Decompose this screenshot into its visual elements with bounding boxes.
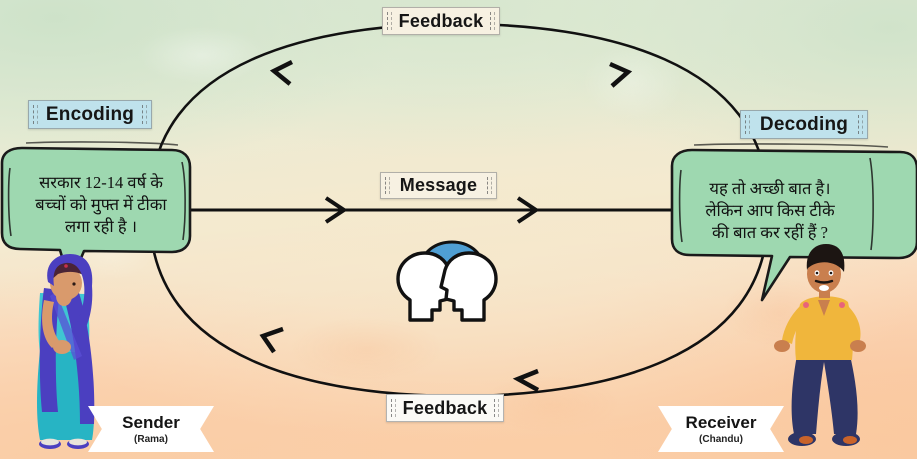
chandu-kurta-button-left xyxy=(803,302,809,308)
nameplate-sender: Sender (Rama) xyxy=(88,406,214,452)
rama-dupatta-fold xyxy=(50,292,82,360)
chandu-arm-left xyxy=(782,306,806,344)
chandu-shoe-detail-left xyxy=(799,436,813,444)
receiver-title: Receiver xyxy=(685,412,757,432)
rama-veil xyxy=(47,254,93,338)
rama-face xyxy=(50,266,82,300)
message-arrowhead-2 xyxy=(516,196,540,224)
label-encoding: Encoding xyxy=(28,100,152,129)
chandu-illustration xyxy=(774,244,866,446)
sender-speech-bubble xyxy=(0,141,192,286)
chandu-hand-left xyxy=(774,340,790,352)
message-arrowhead-1 xyxy=(324,196,348,224)
nameplate-receiver: Receiver (Chandu) xyxy=(658,406,784,452)
label-feedback-top: Feedback xyxy=(382,7,500,35)
chandu-arm-right xyxy=(840,306,861,344)
rama-arm-left xyxy=(42,300,60,348)
chandu-hand-right xyxy=(850,340,866,352)
sender-subtitle: (Rama) xyxy=(134,433,168,445)
rama-foot-right xyxy=(69,438,87,446)
head-silhouette-right xyxy=(439,251,498,322)
label-feedback-bottom: Feedback xyxy=(386,394,504,422)
feedback-bottom-arrowhead-left xyxy=(259,326,284,354)
rama-eye xyxy=(72,282,76,286)
receiver-subtitle: (Chandu) xyxy=(699,433,743,445)
label-message: Message xyxy=(380,172,497,199)
two-heads-conversation-icon xyxy=(396,240,498,322)
feedback-top-arrowhead-left xyxy=(269,59,294,86)
chandu-pupil-left xyxy=(815,271,819,275)
feedback-top-arrowhead-right xyxy=(609,61,633,88)
chandu-kurta xyxy=(795,296,853,360)
sender-title: Sender xyxy=(122,412,180,432)
chandu-kurta-button-right xyxy=(839,302,845,308)
chandu-face xyxy=(807,255,841,293)
rama-illustration xyxy=(37,254,95,449)
chandu-hair xyxy=(806,244,845,272)
chandu-moustache xyxy=(814,279,834,284)
chandu-pupil-right xyxy=(829,271,833,275)
chandu-mouth xyxy=(819,285,829,291)
label-decoding: Decoding xyxy=(740,110,868,139)
rama-bindi xyxy=(64,264,68,268)
rama-foot-left xyxy=(41,438,59,446)
feedback-bottom-arrowhead-right xyxy=(512,368,540,392)
chandu-shoe-detail-right xyxy=(843,436,857,444)
chandu-pants xyxy=(791,355,858,434)
rama-hand xyxy=(53,340,71,354)
chandu-kurta-collar xyxy=(818,300,830,316)
